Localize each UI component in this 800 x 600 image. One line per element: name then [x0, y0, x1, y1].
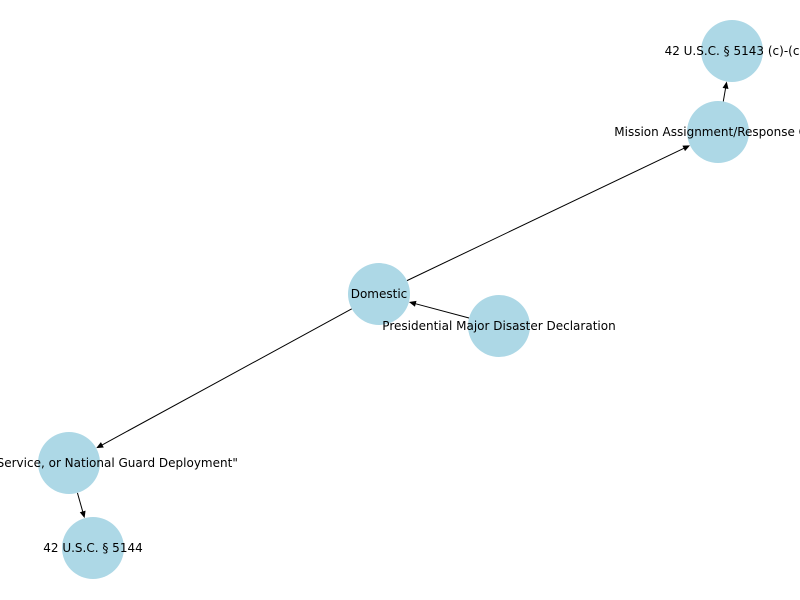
edge-line: [76, 492, 84, 515]
arrowhead-icon: [96, 442, 104, 449]
arrowhead-icon: [722, 81, 729, 89]
node-label-usc5143: 42 U.S.C. § 5143 (c)-(c: [665, 44, 800, 58]
edge-domestic-to-troop: [96, 308, 353, 449]
node-label-usc5144: 42 U.S.C. § 5144: [43, 541, 142, 555]
node-label-troop: oop, Uniformed Service, or National Guar…: [0, 456, 238, 470]
arrowhead-icon: [682, 145, 691, 152]
node-mission: [687, 101, 749, 163]
edge-domestic-to-mission: [406, 145, 691, 282]
edge-presidential-to-domestic: [408, 300, 470, 319]
edge-line: [99, 308, 353, 447]
node-usc5144: [62, 517, 124, 579]
edges-layer: [76, 81, 729, 519]
edge-mission-to-usc5143: [722, 81, 729, 102]
edge-troop-to-usc5144: [76, 492, 86, 519]
arrowhead-icon: [408, 300, 417, 307]
node-presidential: [468, 295, 530, 357]
node-label-domestic: Domestic: [351, 287, 408, 301]
edge-line: [412, 302, 470, 319]
node-label-mission: Mission Assignment/Response Coo: [614, 125, 800, 139]
arrowhead-icon: [79, 510, 86, 519]
node-usc5143: [701, 20, 763, 82]
node-troop: [38, 432, 100, 494]
node-label-presidential: Presidential Major Disaster Declaration: [382, 319, 615, 333]
node-domestic: [348, 263, 410, 325]
edge-line: [406, 146, 687, 282]
